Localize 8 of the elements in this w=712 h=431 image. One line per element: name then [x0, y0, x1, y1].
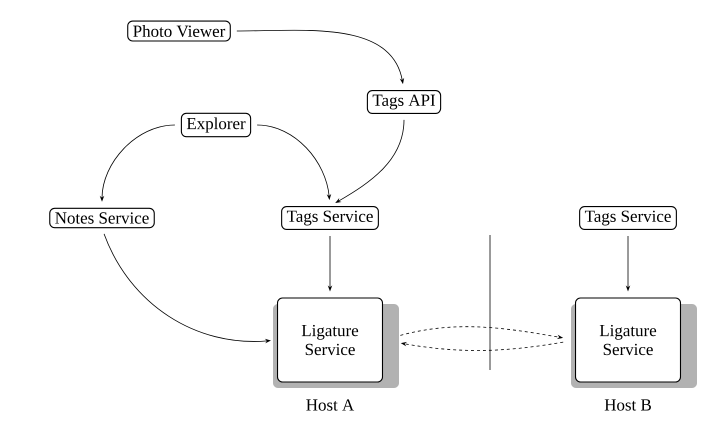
process-box: Photo Viewer [127, 20, 231, 42]
process-box: Tags Service [281, 206, 379, 230]
service-box: Ligature Service [571, 297, 697, 388]
process-box: Notes Service [49, 208, 155, 228]
process-box: Explorer [180, 112, 252, 138]
process-box: Tags Service [579, 206, 677, 230]
service-box: Ligature Service [273, 297, 399, 388]
process-box: Tags API [366, 90, 442, 114]
